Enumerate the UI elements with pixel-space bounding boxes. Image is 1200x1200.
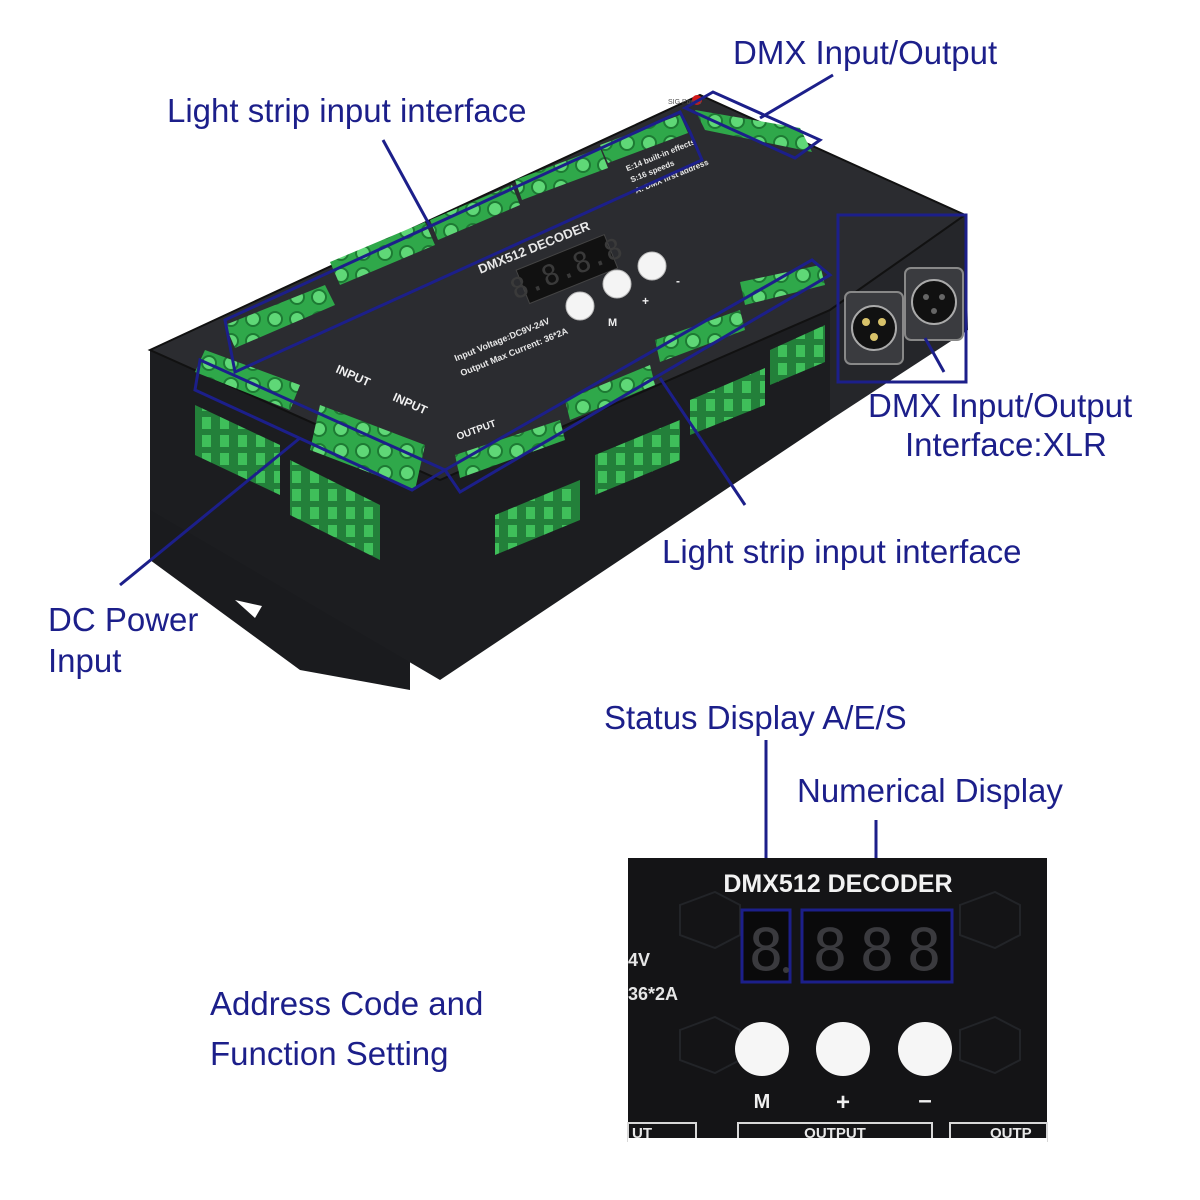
callout-dmx-xlr-line-1: DMX Input/Output <box>868 387 1133 424</box>
leader-line-dmx-io <box>759 73 834 120</box>
closeup-button-m[interactable] <box>735 1022 789 1076</box>
callout-status-display: Status Display A/E/S <box>604 699 907 736</box>
callout-dmx-io: DMX Input/Output <box>733 34 998 71</box>
output-terminal-block <box>565 365 655 420</box>
power-led-label: SIG Power <box>668 99 703 106</box>
power-terminal-block <box>310 405 425 490</box>
closeup-button-minus-label: – <box>918 1087 931 1114</box>
rear-terminal-block <box>330 222 435 285</box>
dmx-terminal-block <box>695 110 812 152</box>
leader-line-xlr <box>923 337 946 373</box>
device-button-m-label: M <box>608 317 617 329</box>
leader-line-dc-power <box>119 436 301 587</box>
closeup-title: DMX512 DECODER <box>723 870 952 898</box>
closeup-left-edge-2: 36*2A <box>628 984 678 1004</box>
rear-terminal-block <box>225 285 335 348</box>
leader-line-strip-bottom <box>658 377 747 506</box>
highlight-box-power <box>193 357 449 492</box>
side-terminal-row <box>195 325 825 560</box>
output-terminal-block <box>655 310 745 362</box>
closeup-bottom-label-2: OUTPUT <box>804 1125 866 1142</box>
device-button-plus[interactable] <box>602 269 632 299</box>
numerical-digit-3: 8 <box>907 916 942 984</box>
callout-address-line-1: Address Code and <box>210 985 484 1022</box>
callout-dc-power-line-1: DC Power <box>48 601 199 638</box>
case-front-side <box>150 295 830 680</box>
callout-dc-power-line-2: Input <box>48 642 122 679</box>
closeup-button-minus[interactable] <box>898 1022 952 1076</box>
callout-numerical-display: Numerical Display <box>797 772 1063 809</box>
status-digit-dot <box>783 967 789 973</box>
closeup-bottom-label-3: OUTP <box>990 1125 1032 1142</box>
output-terminal-block <box>740 265 825 305</box>
numerical-digit-1: 8 <box>813 916 848 984</box>
output-terminal-block <box>455 420 565 478</box>
xlr-connectors <box>844 267 964 365</box>
device-button-m[interactable] <box>565 291 595 321</box>
highlight-boxes <box>193 90 968 495</box>
side-terminal-block <box>595 420 680 495</box>
closeup-background <box>628 858 1047 1138</box>
status-digit-box <box>740 908 792 984</box>
highlight-box-xlr <box>836 213 968 384</box>
rear-terminal-block <box>600 115 688 163</box>
rear-terminal-row <box>225 110 812 348</box>
highlight-box-dmx-io <box>681 90 823 160</box>
side-terminal-block <box>290 460 380 560</box>
closeup-bottom-label-1: UT <box>632 1125 652 1142</box>
callout-strip-bottom: Light strip input interface <box>662 533 1022 570</box>
numerical-digits-box <box>800 908 954 984</box>
closeup-button-plus-label: + <box>836 1089 850 1116</box>
device-button-minus[interactable] <box>637 251 667 281</box>
device-button-minus-label: - <box>676 274 680 288</box>
closeup-button-plus[interactable] <box>816 1022 870 1076</box>
callout-dmx-xlr-line-2: Interface:XLR <box>905 426 1107 463</box>
closeup-left-edge-1: 4V <box>628 950 650 970</box>
closeup-panel: DMX512 DECODER 8 8 8 8 4V 36*2A M + – UT… <box>627 858 1048 1142</box>
device-button-plus-label: + <box>642 294 649 308</box>
side-terminal-block <box>690 368 765 435</box>
side-terminal-block <box>770 325 825 385</box>
callout-strip-top: Light strip input interface <box>167 92 527 129</box>
callout-address-line-2: Function Setting <box>210 1035 449 1072</box>
highlight-box-strip-bottom <box>442 258 833 495</box>
rear-terminal-block <box>515 148 608 200</box>
highlight-box-strip-top <box>223 110 704 375</box>
numerical-digit-2: 8 <box>860 916 895 984</box>
side-terminal-block <box>495 480 580 555</box>
closeup-button-m-label: M <box>754 1091 771 1113</box>
status-digit: 8 <box>749 916 784 984</box>
device-display <box>515 233 619 305</box>
rear-terminal-block <box>430 185 520 240</box>
leader-line-strip-top <box>381 139 432 227</box>
